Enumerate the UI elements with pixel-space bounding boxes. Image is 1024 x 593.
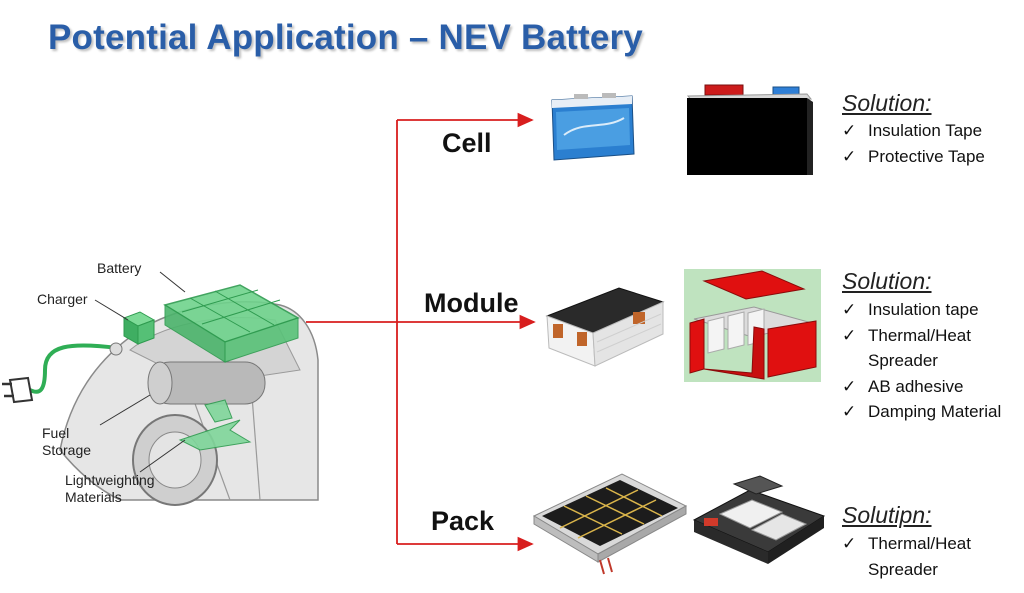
- solution-heading-pack: Solutipn:: [842, 502, 932, 528]
- check-icon: ✓: [842, 146, 857, 166]
- solution-block-cell: Solution: ✓Insulation Tape ✓Protective T…: [842, 90, 985, 169]
- lightweighting-parts: [178, 399, 252, 451]
- solution-item: ✓Damping Material: [842, 399, 1001, 425]
- module-exploded-diagram: [684, 269, 821, 382]
- solution-item: ✓Insulation Tape: [842, 118, 985, 144]
- solution-block-module: Solution: ✓Insulation tape ✓Thermal/Heat…: [842, 268, 1001, 425]
- check-icon: ✓: [842, 402, 857, 421]
- charger-box: [122, 311, 156, 345]
- battery-label: Battery: [97, 260, 142, 276]
- module-photo: [545, 287, 665, 367]
- solution-item: ✓Protective Tape: [842, 144, 985, 170]
- solution-heading-cell: Solution:: [842, 90, 932, 116]
- level-label-module: Module: [424, 288, 519, 318]
- cell-diagram: [686, 84, 813, 175]
- pack-assembly-photo: [692, 475, 826, 564]
- cell-photo: [551, 93, 635, 161]
- level-label-cell: Cell: [442, 128, 492, 158]
- solution-block-pack: Solutipn: ✓Thermal/Heat Spreader: [842, 502, 971, 582]
- battery-highlight: [163, 284, 300, 363]
- pack-photo: [532, 473, 688, 575]
- fuel-storage-label: Fuel Storage: [42, 425, 92, 458]
- level-label-pack: Pack: [431, 506, 495, 536]
- charger-label: Charger: [37, 291, 88, 307]
- lightweighting-label: Lightweighting Materials: [65, 472, 155, 505]
- slide-title: Potential Application – NEV Battery: [48, 18, 643, 57]
- check-icon: ✓: [842, 121, 857, 140]
- check-icon: ✓: [842, 325, 857, 345]
- solution-item: ✓Thermal/Heat Spreader: [842, 323, 1001, 374]
- charging-plug: [2, 342, 123, 404]
- solution-heading-module: Solution:: [842, 268, 932, 294]
- check-icon: ✓: [842, 376, 857, 396]
- car-illustration: [2, 271, 319, 506]
- check-icon: ✓: [842, 534, 857, 553]
- solution-item: ✓Thermal/Heat Spreader: [842, 531, 971, 582]
- solution-item: ✓AB adhesive: [842, 374, 1001, 400]
- solution-item: ✓Insulation tape: [842, 297, 1001, 323]
- check-icon: ✓: [842, 300, 857, 319]
